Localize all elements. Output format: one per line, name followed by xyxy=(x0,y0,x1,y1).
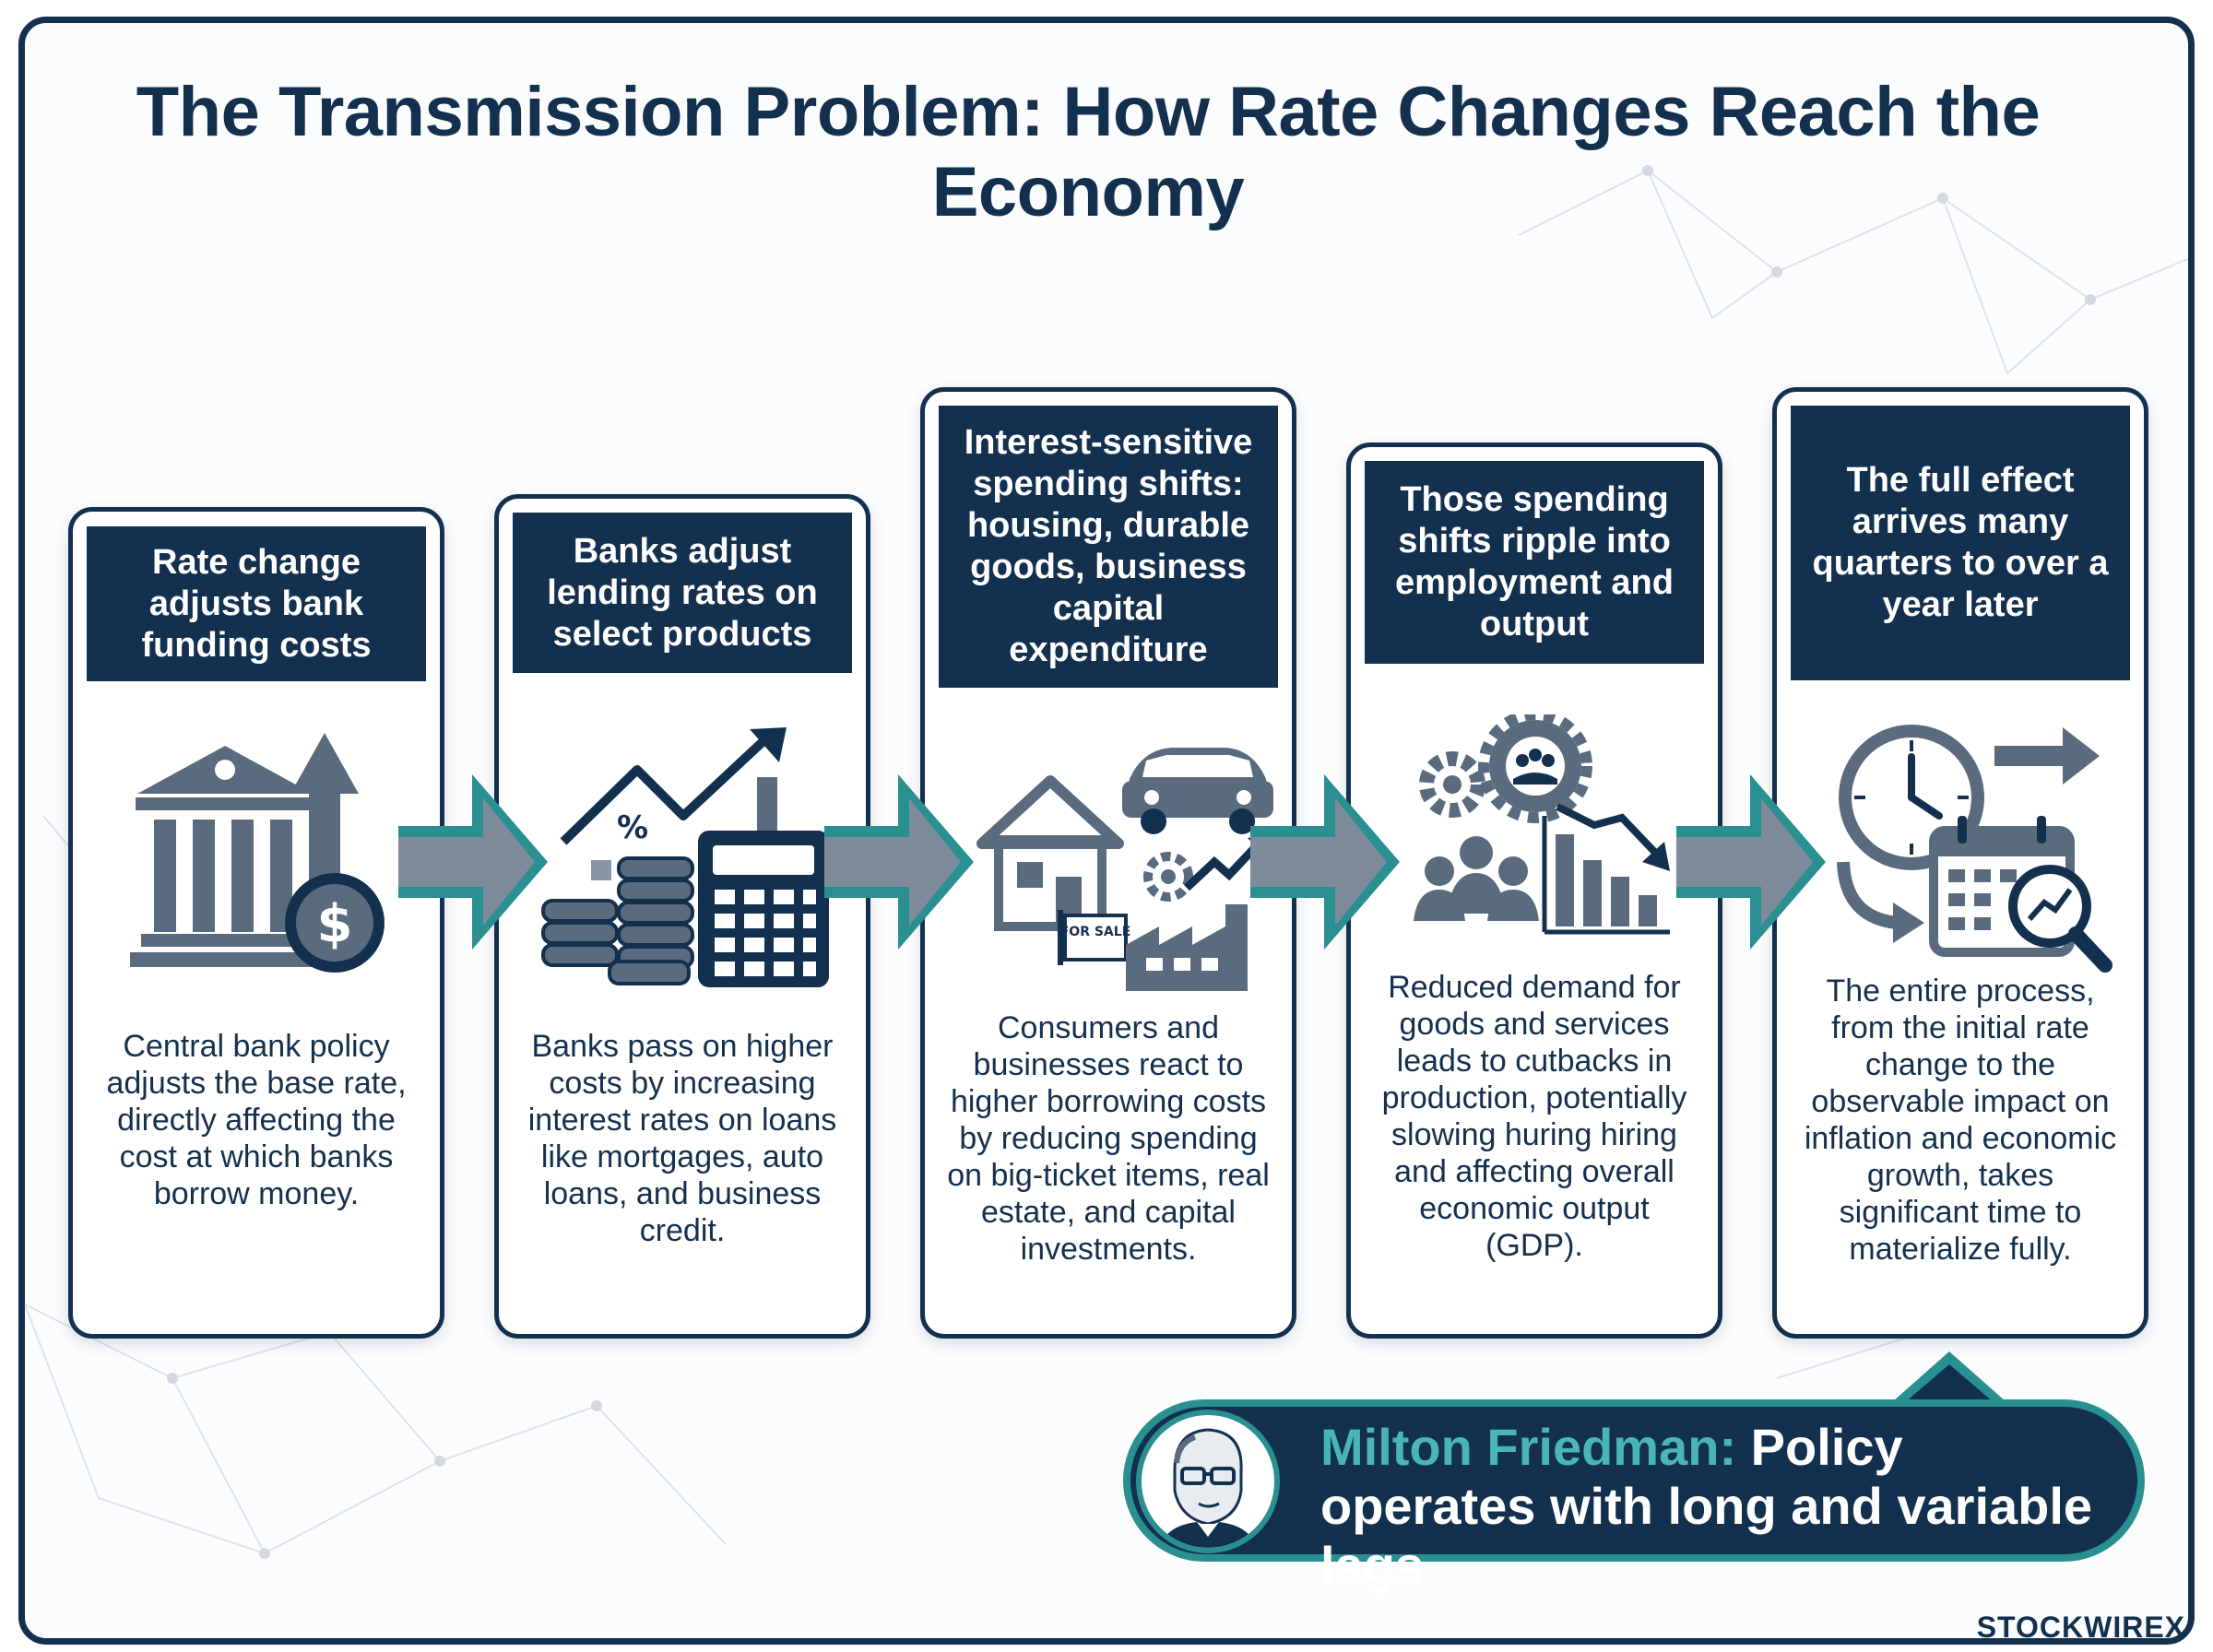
step-3-description: Consumers and businesses react to higher… xyxy=(947,1010,1270,1267)
quote-text: Milton Friedman: Policy operates with lo… xyxy=(1320,1418,2113,1595)
flow-arrow-3-icon xyxy=(1250,774,1400,950)
step-card-4: Those spending shifts ripple into employ… xyxy=(1346,442,1722,1339)
step-1-description: Central bank policy adjusts the base rat… xyxy=(106,1029,407,1211)
flow-arrow-4-icon xyxy=(1676,774,1826,950)
clock-calendar-magnifier-icon xyxy=(1837,725,2112,973)
gears-people-declining-chart-icon xyxy=(1414,714,1670,935)
coins-calculator-rising-chart-icon: % xyxy=(541,727,829,987)
for-sale-sign-label: FOR SALE xyxy=(1060,925,1131,939)
flow-arrow-1-icon xyxy=(398,774,548,950)
step-card-2: Banks adjust lending rates on select pro… xyxy=(494,494,870,1339)
quote-statement: Policy operates with long and variable l… xyxy=(1320,1418,2093,1594)
flow-arrow-2-icon xyxy=(824,774,974,950)
quote-callout xyxy=(1123,1399,2145,1562)
svg-text:$: $ xyxy=(317,894,353,954)
step-5-heading: The full effect arrives many quarters to… xyxy=(1791,406,2130,680)
step-4-description: Reduced demand for goods and services le… xyxy=(1381,970,1687,1263)
svg-text:%: % xyxy=(617,809,648,846)
step-1-heading: Rate change adjusts bank funding costs xyxy=(87,526,426,681)
step-3-heading: Interest-sensitive spending shifts: hous… xyxy=(939,406,1278,688)
step-card-5: The full effect arrives many quarters to… xyxy=(1772,387,2148,1339)
step-2-heading: Banks adjust lending rates on select pro… xyxy=(513,513,852,673)
brand-logo: STOCKWIREX xyxy=(1976,1611,2185,1644)
step-card-1: Rate change adjusts bank funding costs $… xyxy=(68,507,444,1339)
house-car-factory-icon: FOR SALE xyxy=(976,748,1273,991)
step-2-description: Banks pass on higher costs by increasing… xyxy=(527,1029,837,1248)
page-title: The Transmission Problem: How Rate Chang… xyxy=(136,73,2041,231)
step-4-heading: Those spending shifts ripple into employ… xyxy=(1365,461,1704,664)
step-5-description: The entire process, from the initial rat… xyxy=(1804,974,2117,1267)
milton-friedman-portrait xyxy=(1136,1410,1280,1553)
bank-building-dollar-up-arrow-icon: $ xyxy=(130,733,385,973)
quote-speaker: Milton Friedman: xyxy=(1320,1418,1737,1476)
step-card-3: Interest-sensitive spending shifts: hous… xyxy=(920,387,1296,1339)
quote-callout-pointer xyxy=(1885,1351,2014,1409)
